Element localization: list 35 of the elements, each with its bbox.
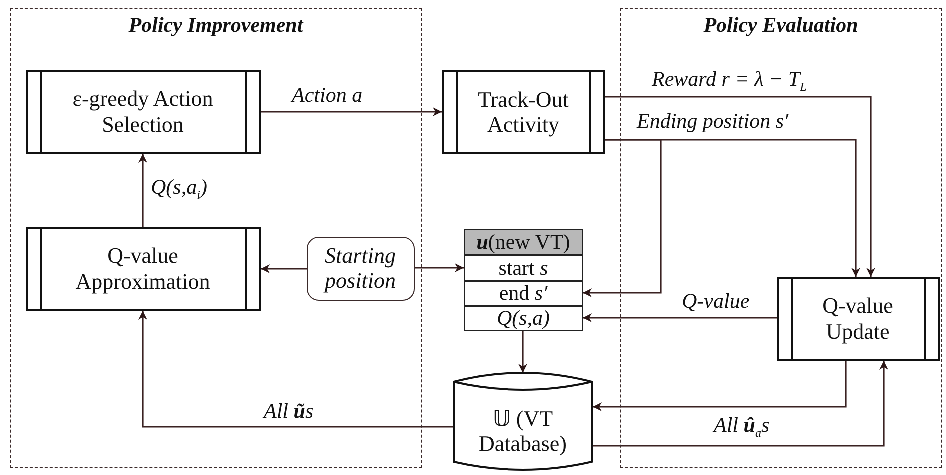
database-label: 𝕌 (VT Database) [478,406,568,456]
arrow [415,264,464,272]
process-box [442,70,605,154]
cell-text: Q(s,a) [496,306,550,331]
rounded-box [306,236,414,300]
cell-text: start s [498,256,548,280]
process-box [26,70,260,154]
arrow [583,314,777,322]
table-header-cell [464,229,583,255]
box-label: Q-value Approximation [74,243,212,294]
table-cell [464,281,583,306]
arrow [593,361,888,447]
box-label: Q-value Update [822,293,894,344]
cell-text: end s′ [499,281,548,306]
process-box [776,276,940,360]
cell-text: u(new VT) [476,230,570,254]
box-label: Track-Out Activity [477,86,570,138]
edge-label: All û$_{a}$s [712,414,772,440]
arrow [138,311,453,428]
arrow [518,331,528,373]
process-box [26,226,260,310]
region-title: Policy Improvement [128,13,304,38]
arrow [261,264,307,274]
arrow [583,139,662,298]
edge-label: Ending position s′ [635,110,791,134]
arrow [138,154,148,227]
box-label: ε-greedy Action Selection [72,86,214,137]
arrow [605,96,876,277]
box-label: Starting position [322,244,397,293]
region-title: Policy Evaluation [704,13,858,38]
edge-label: Q-value [680,290,752,314]
arrow [593,361,847,412]
table-cell [464,306,583,331]
arrow [261,108,442,116]
table-cell [464,255,583,281]
